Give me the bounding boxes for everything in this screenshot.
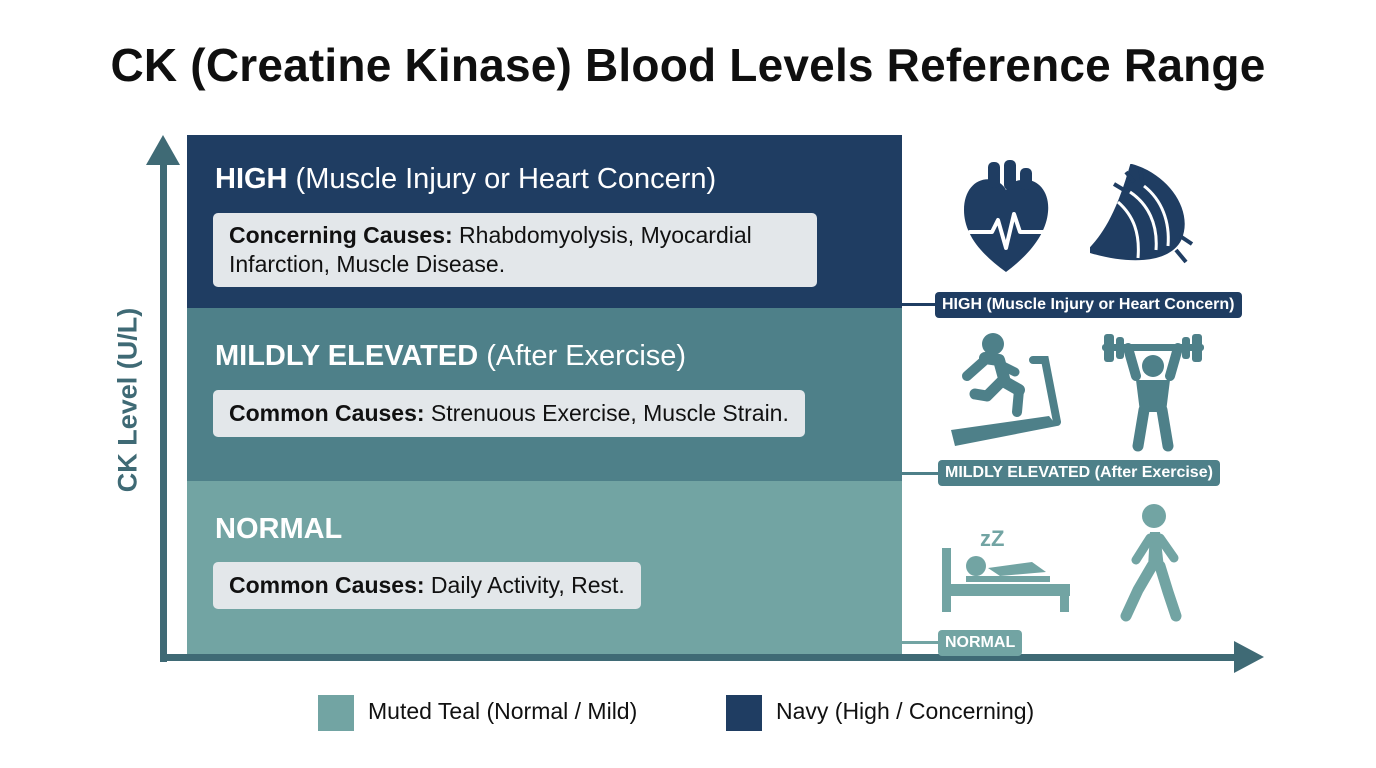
band-high-heading-rest: (Muscle Injury or Heart Concern) [287,163,717,195]
y-axis-label: CK Level (U/L) [112,307,143,493]
band-normal: NORMAL Common Causes: Daily Activity, Re… [187,481,902,654]
band-high-cause-label: Concerning Causes: [229,222,453,248]
band-normal-heading: NORMAL [215,513,342,546]
y-axis-arrow-icon [146,135,180,165]
band-high: HIGH (Muscle Injury or Heart Concern) Co… [187,135,902,308]
band-mild-cause-label: Common Causes: [229,400,425,426]
band-mildly-elevated: MILDLY ELEVATED (After Exercise) Common … [187,308,902,481]
chart-title: CK (Creatine Kinase) Blood Levels Refere… [110,39,1266,91]
band-mild-heading: MILDLY ELEVATED (After Exercise) [215,340,686,373]
tick-mild [902,472,940,475]
walking-person-icon [1120,504,1182,622]
band-normal-heading-strong: NORMAL [215,513,343,545]
x-axis-arrow-icon [1234,641,1264,673]
band-mild-cause-box: Common Causes: Strenuous Exercise, Muscl… [213,390,805,437]
tick-normal [902,641,940,644]
band-mild-heading-rest: (After Exercise) [478,340,687,372]
legend-label-navy: Navy (High / Concerning) [776,698,1035,724]
band-high-cause-text: Rhabdomyolysis, Myocardial Infarction, M… [229,222,752,277]
band-high-heading-strong: HIGH [215,163,288,195]
band-mild-cause-text: Strenuous Exercise, Muscle Strain. [424,400,789,426]
band-normal-cause-label: Common Causes: [229,572,425,598]
weightlifter-icon [1102,334,1204,452]
tick-high [902,303,940,306]
tag-normal: NORMAL [938,630,1023,656]
tag-mild: MILDLY ELEVATED (After Exercise) [938,460,1220,486]
y-axis-line [160,150,167,662]
heart-ecg-icon [964,160,1049,272]
band-normal-cause-text: Daily Activity, Rest. [424,572,625,598]
band-mild-heading-strong: MILDLY ELEVATED [215,340,479,372]
legend-label-teal: Muted Teal (Normal / Mild) [368,698,638,724]
legend-swatch-navy [726,695,762,731]
legend-swatch-teal [318,695,354,731]
x-axis-line [160,654,1240,661]
sleeping-in-bed-icon: zZ [942,526,1070,612]
band-normal-cause-box: Common Causes: Daily Activity, Rest. [213,562,641,609]
muscle-injury-icon [1090,164,1194,264]
tag-high: HIGH (Muscle Injury or Heart Concern) [935,292,1242,318]
treadmill-runner-icon [951,333,1061,446]
band-high-heading: HIGH (Muscle Injury or Heart Concern) [215,163,716,196]
sleep-zz-glyph: zZ [980,526,1004,551]
band-high-cause-box: Concerning Causes: Rhabdomyolysis, Myoca… [213,213,817,287]
